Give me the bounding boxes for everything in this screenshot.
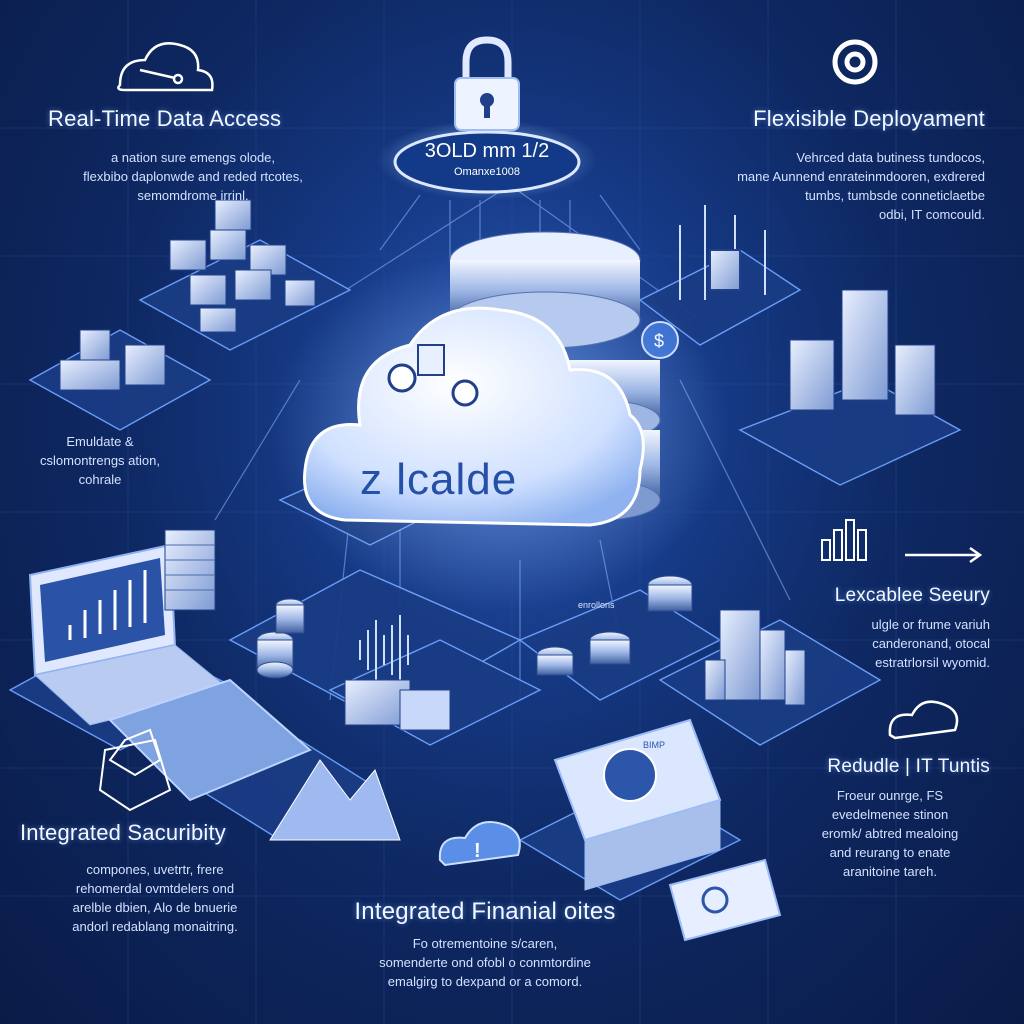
feature-text-line: rehomerdal ovmtdelers ond [75, 881, 235, 896]
feature-integrated-security: Integrated Sacuribity compones, uvetrtr,… [20, 820, 300, 936]
feature-mid-left: Emuldate & cslomontrengs ation, cohrale [0, 432, 200, 489]
feature-text-line: emalgirg to dexpand or a comord. [387, 974, 583, 989]
city-blocks-illustration [704, 609, 806, 706]
feature-text-line: somenderte ond ofobl o conmtordine [379, 955, 591, 970]
feature-title: Real-Time Data Access [48, 106, 282, 131]
feature-text-line: cslomontrengs ation, [40, 453, 160, 468]
mountain-illustration [269, 759, 401, 841]
feature-flexible-deployment: Flexisible Deployament Vehrced data buti… [690, 106, 985, 224]
alert-cloud-icon: ! [438, 821, 521, 867]
feature-scalable-security: Lexcablee Seeury ulgle or frume variuh c… [770, 585, 990, 672]
feature-text-line: mane Aunnend enrateinmdooren, exdrered [737, 169, 985, 184]
panel-tag-label: BIMP [643, 740, 666, 750]
gear-icon [832, 39, 878, 85]
feature-title: Flexisible Deployament [753, 106, 985, 131]
feature-title: Lexcablee Seeury [834, 585, 990, 606]
feature-title: Integrated Finanial oites [354, 898, 616, 925]
cloud-sync-icon [117, 42, 214, 92]
feature-text-line: ulgle or frume variuh [871, 617, 991, 632]
card-illustration [668, 858, 782, 942]
feature-text-line: andorl redablang monaitring. [72, 919, 238, 934]
laptop-illustration [28, 543, 232, 726]
feature-text-line: canderonand, otocal [872, 636, 990, 651]
workstation-illustration [59, 329, 166, 391]
feature-text-line: and reurang to enate [829, 845, 951, 860]
feature-text-line: Vehrced data butiness tundocos, [796, 150, 985, 165]
feature-text-line: arelble dbien, Alo de bnuerie [72, 900, 238, 915]
feature-text-line: cohrale [78, 472, 122, 487]
feature-title: Integrated Sacuribity [20, 820, 226, 845]
server-towers-illustration [789, 289, 936, 416]
feature-text-line: eromk/ abtred mealoing [821, 826, 959, 841]
feature-reduce-it-costs: Redudle | IT Tuntis Froeur ounrge, FS ev… [780, 756, 990, 881]
feature-text-line: Froeur ounrge, FS [836, 788, 944, 803]
data-crates-illustration [169, 199, 316, 333]
waveform-illustration [359, 615, 409, 685]
building-illustration [164, 529, 216, 611]
trees-illustration [679, 205, 766, 300]
arrow-right-icon [905, 546, 983, 564]
feature-text-line: a nation sure emengs olode, [110, 150, 276, 165]
feature-text-line: estratrlorsil wyomid. [875, 655, 990, 670]
financial-terminal-illustration [553, 718, 722, 891]
bar-chart-icon [821, 519, 867, 561]
feature-text-line: Emuldate & [66, 434, 134, 449]
device-illustration [344, 679, 451, 731]
storage-discs-illustration [256, 575, 693, 679]
security-badge [377, 120, 597, 200]
map-panel-illustration [98, 678, 312, 812]
feature-text-line: odbi, IT comcould. [879, 207, 985, 222]
central-cloud-illustration [270, 231, 730, 610]
feature-text-line: tumbs, tumbsde conneticlaetbe [805, 188, 985, 203]
feature-integrated-financial: Integrated Finanial oites Fo otrementoin… [315, 898, 655, 991]
feature-text-line: flexbibo daplonwde and reded rtcotes, [83, 169, 303, 184]
feature-real-time-access: Real-Time Data Access a nation sure emen… [48, 106, 348, 205]
feature-text-line: evedelmenee stinon [831, 807, 949, 822]
badge-line-2: Omanxe1008 [453, 166, 521, 178]
padlock-icon [454, 36, 520, 131]
feature-text-line: aranitoine tareh. [843, 864, 937, 879]
feature-title: Redudle | IT Tuntis [827, 756, 990, 777]
feature-text-line: compones, uvetrtr, frere [86, 862, 224, 877]
cloud-icon [888, 700, 959, 740]
badge-line-1: 3OLD mm 1/2 [424, 140, 550, 162]
enrollons-label: enrollons [578, 600, 615, 610]
feature-text-line: Fo otrementoine s/caren, [412, 936, 558, 951]
svg-text:!: ! [474, 840, 481, 862]
cloud-brand-label: z lcalde [360, 455, 518, 504]
network-node-icon [108, 728, 162, 777]
feature-text-line: semomdrome irrinl. [137, 188, 249, 203]
